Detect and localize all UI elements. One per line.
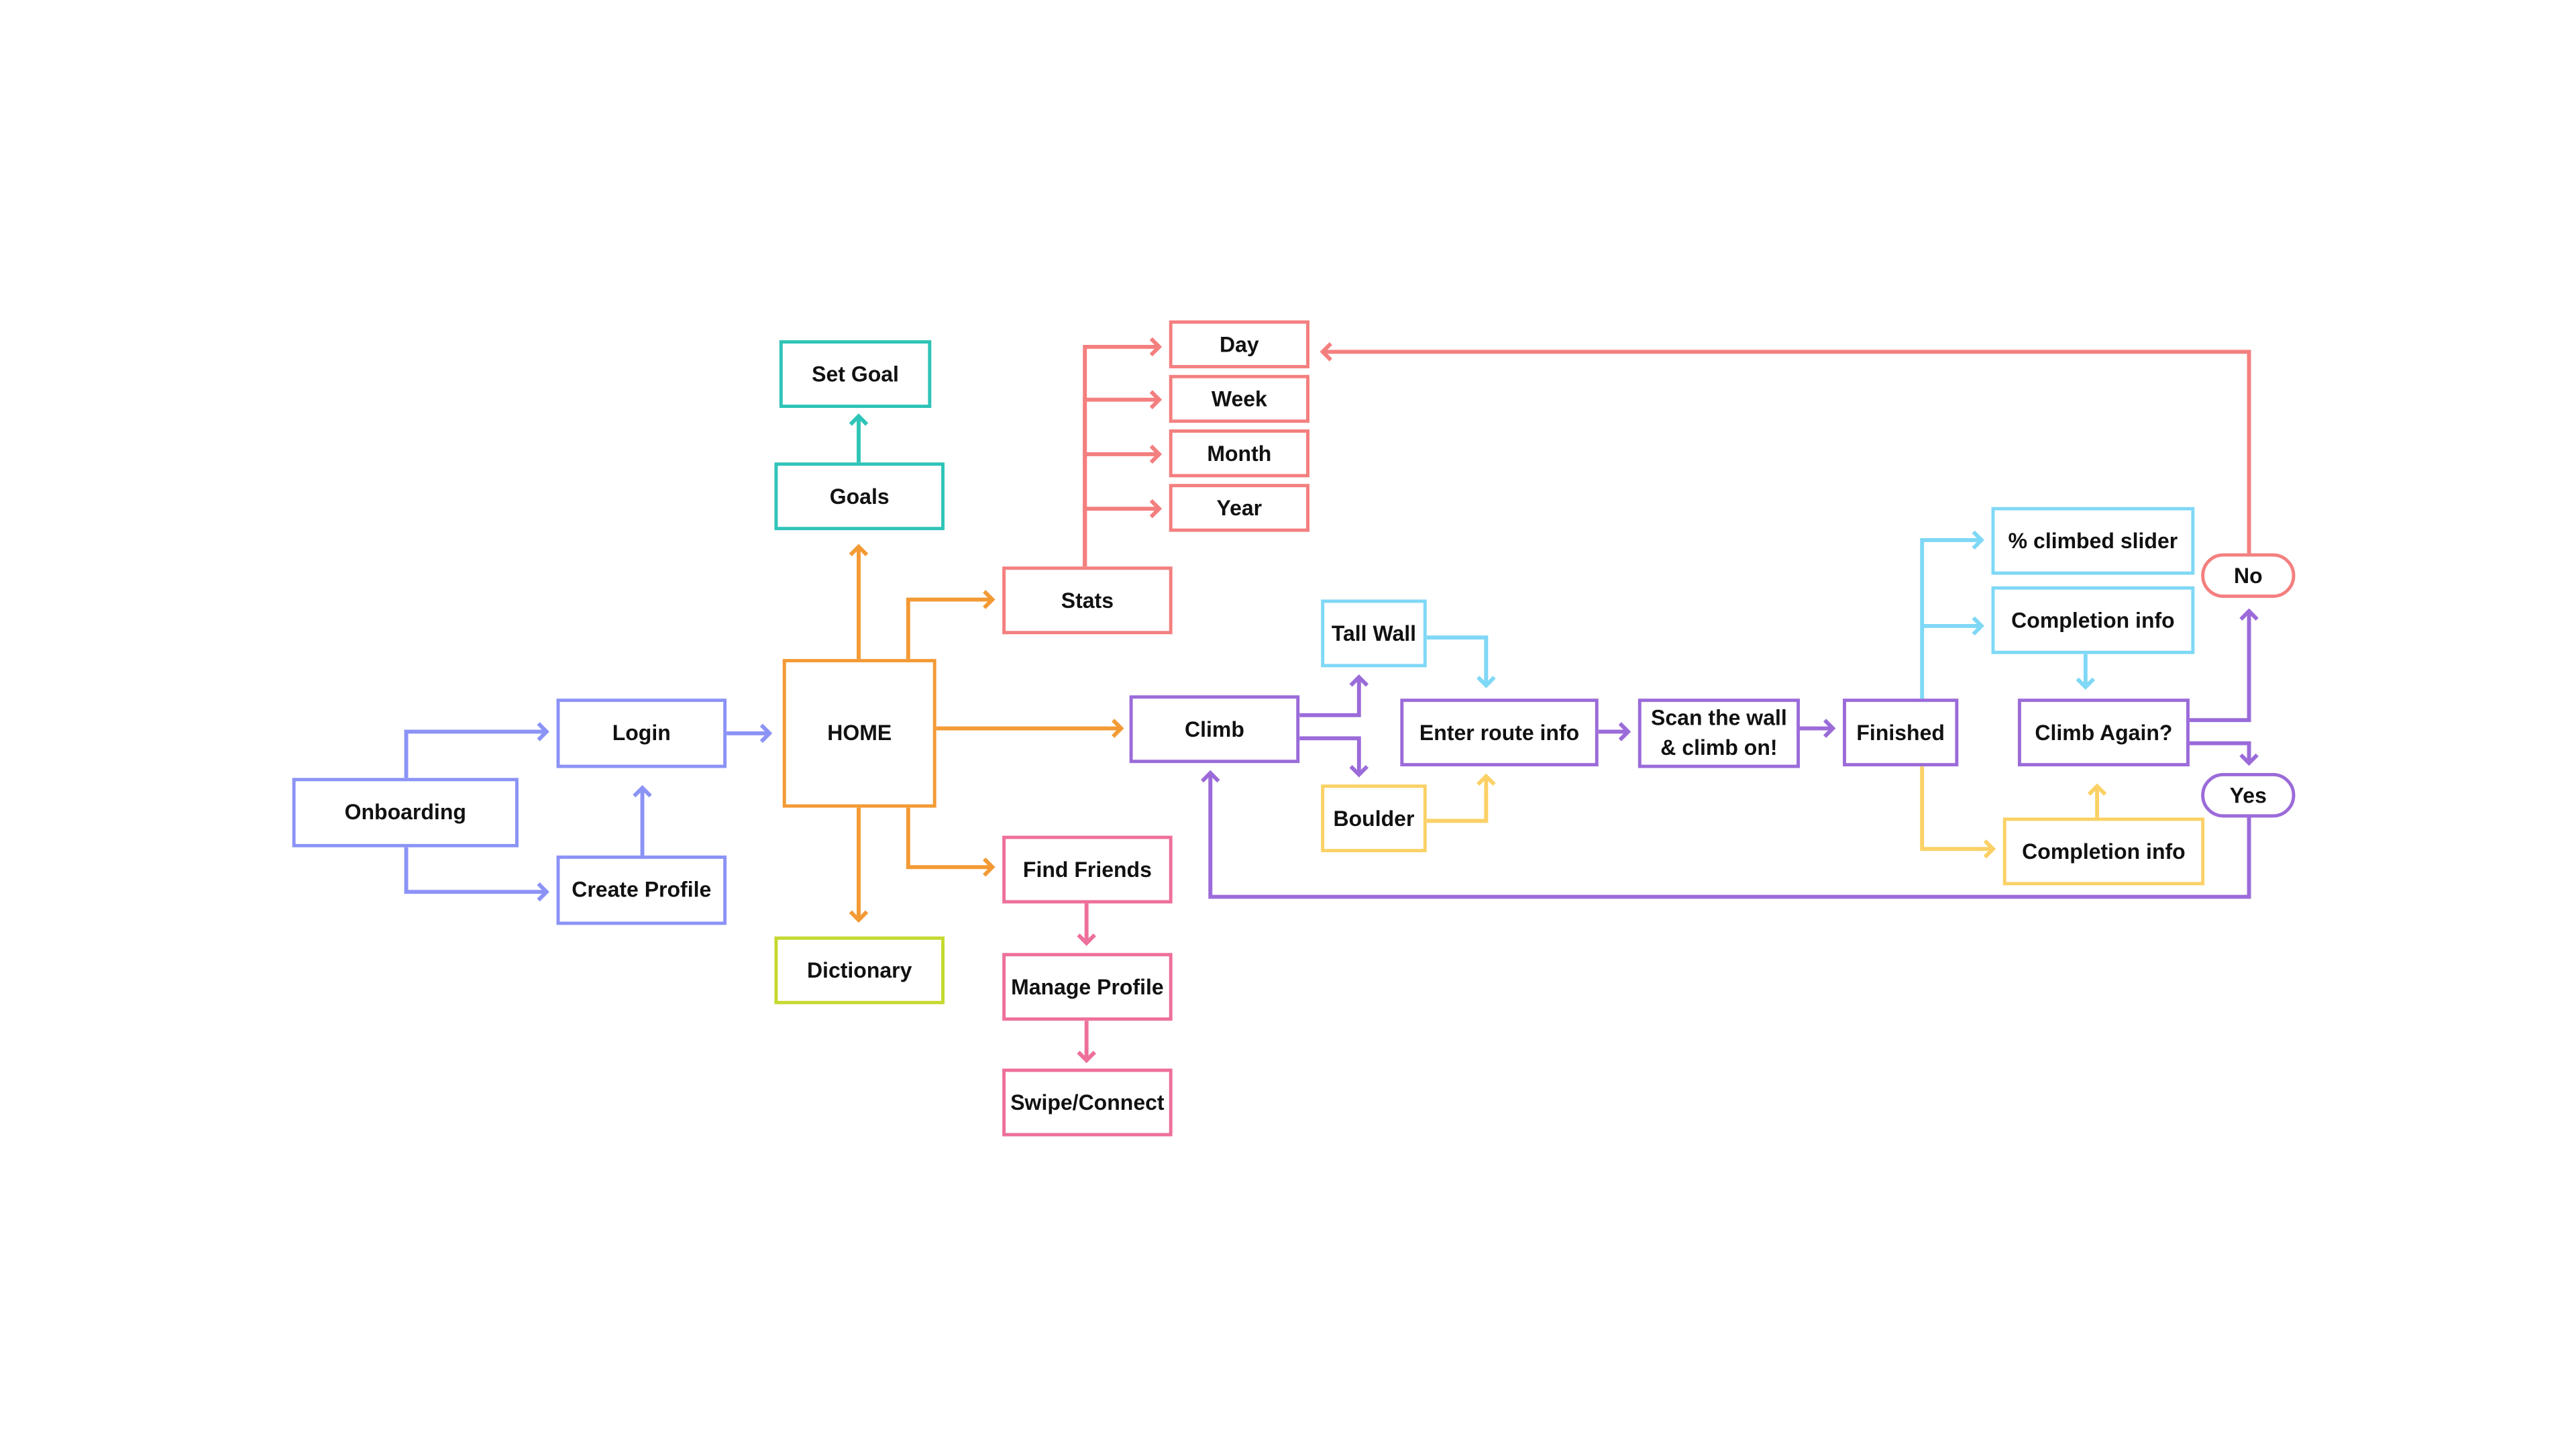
login-node[interactable]: Login bbox=[556, 698, 727, 768]
completion-info-top-node[interactable]: Completion info bbox=[1991, 586, 2195, 654]
edge-scan-finished-arrowhead bbox=[1823, 719, 1836, 738]
edge-stats-period-1 bbox=[1083, 344, 1159, 567]
edge-stats-period-4 bbox=[1083, 507, 1159, 567]
scan-wall-node[interactable]: Scan the wall & climb on! bbox=[1638, 698, 1801, 768]
boulder-node[interactable]: Boulder bbox=[1321, 784, 1427, 853]
enter-route-info-node[interactable]: Enter route info bbox=[1400, 698, 1599, 767]
completion-info-bottom-node[interactable]: Completion info bbox=[2002, 817, 2205, 886]
edge-climb-tall-wall-arrowhead bbox=[1349, 674, 1369, 687]
tall-wall-node[interactable]: Tall Wall bbox=[1321, 599, 1427, 668]
climbed-slider-node[interactable]: % climbed slider bbox=[1991, 507, 2195, 575]
edge-boulder-route-arrowhead bbox=[1477, 773, 1496, 786]
dictionary-node[interactable]: Dictionary bbox=[774, 936, 945, 1004]
edge-onboarding-login bbox=[404, 729, 547, 778]
edge-home-find-friends bbox=[906, 807, 993, 870]
edge-login-home-arrowhead bbox=[759, 723, 773, 743]
find-friends-node[interactable]: Find Friends bbox=[1002, 835, 1173, 904]
edge-home-find-friends-arrowhead bbox=[983, 858, 996, 877]
climb-again-node[interactable]: Climb Again? bbox=[2017, 698, 2190, 767]
edge-climb-again-no-arrowhead bbox=[2239, 608, 2259, 621]
edge-route-scan-arrowhead bbox=[1618, 722, 1631, 741]
day-node[interactable]: Day bbox=[1169, 320, 1309, 368]
edge-yes-climb bbox=[1208, 772, 2251, 899]
month-node[interactable]: Month bbox=[1169, 429, 1309, 478]
edge-climb-boulder bbox=[1299, 736, 1361, 775]
yes-option-node[interactable]: Yes bbox=[2201, 772, 2296, 818]
edge-home-stats-arrowhead bbox=[983, 590, 996, 609]
edge-finished-slider bbox=[1920, 537, 1982, 699]
edge-home-goals-arrowhead bbox=[849, 543, 869, 557]
edge-home-dictionary-arrowhead bbox=[849, 910, 869, 923]
stats-node[interactable]: Stats bbox=[1002, 566, 1173, 635]
edge-no-stats-day bbox=[1322, 350, 2251, 554]
edge-home-climb-arrowhead bbox=[1112, 719, 1124, 738]
climb-node[interactable]: Climb bbox=[1129, 695, 1300, 764]
edge-onboarding-create-profile bbox=[404, 847, 547, 894]
edge-manage-profile-swipe-connect-arrowhead bbox=[1077, 1051, 1096, 1064]
edge-stats-period-2-arrowhead bbox=[1149, 390, 1163, 409]
edge-tall-wall-route-arrowhead bbox=[1477, 676, 1496, 688]
edge-climb-again-yes bbox=[2189, 741, 2251, 764]
edge-finished-completion-bottom-arrowhead bbox=[1983, 839, 1996, 859]
edge-finished-slider-arrowhead bbox=[1972, 530, 1984, 550]
goals-node[interactable]: Goals bbox=[774, 462, 945, 531]
no-option-node[interactable]: No bbox=[2201, 553, 2296, 599]
edge-tall-wall-route bbox=[1426, 635, 1489, 686]
edge-finished-completion-top-arrowhead bbox=[1972, 616, 1984, 636]
edge-boulder-route bbox=[1426, 776, 1489, 823]
edge-stats-period-2 bbox=[1083, 397, 1159, 567]
home-node[interactable]: HOME bbox=[782, 659, 936, 808]
edge-onboarding-create-profile-arrowhead bbox=[537, 882, 549, 902]
week-node[interactable]: Week bbox=[1169, 374, 1309, 423]
edge-completion-bottom-climb-again-arrowhead bbox=[2087, 783, 2107, 796]
finished-node[interactable]: Finished bbox=[1843, 698, 1959, 767]
edge-find-friends-manage-profile-arrowhead bbox=[1077, 933, 1096, 946]
edge-home-stats bbox=[906, 597, 993, 660]
manage-profile-node[interactable]: Manage Profile bbox=[1002, 953, 1173, 1021]
edge-onboarding-login-arrowhead bbox=[537, 722, 549, 741]
edge-climb-boulder-arrowhead bbox=[1349, 765, 1369, 778]
year-node[interactable]: Year bbox=[1169, 484, 1309, 532]
edge-finished-completion-bottom bbox=[1920, 766, 1994, 851]
edge-create-profile-login-arrowhead bbox=[633, 784, 652, 798]
set-goal-node[interactable]: Set Goal bbox=[779, 340, 932, 408]
edge-completion-top-climb-again-arrowhead bbox=[2076, 677, 2096, 690]
edge-climb-tall-wall bbox=[1299, 677, 1361, 717]
edge-no-stats-day-arrowhead bbox=[1320, 342, 1332, 362]
swipe-connect-node[interactable]: Swipe/Connect bbox=[1002, 1068, 1173, 1137]
create-profile-node[interactable]: Create Profile bbox=[556, 856, 727, 925]
edge-stats-period-1-arrowhead bbox=[1149, 337, 1163, 357]
edge-climb-again-no bbox=[2189, 611, 2251, 723]
edge-yes-climb-arrowhead bbox=[1201, 770, 1220, 783]
edge-stats-period-4-arrowhead bbox=[1149, 499, 1163, 519]
edge-climb-again-yes-arrowhead bbox=[2239, 753, 2259, 766]
onboarding-node[interactable]: Onboarding bbox=[292, 778, 519, 847]
edge-goals-set-goal-arrowhead bbox=[849, 413, 869, 426]
edge-stats-period-3-arrowhead bbox=[1149, 444, 1163, 464]
